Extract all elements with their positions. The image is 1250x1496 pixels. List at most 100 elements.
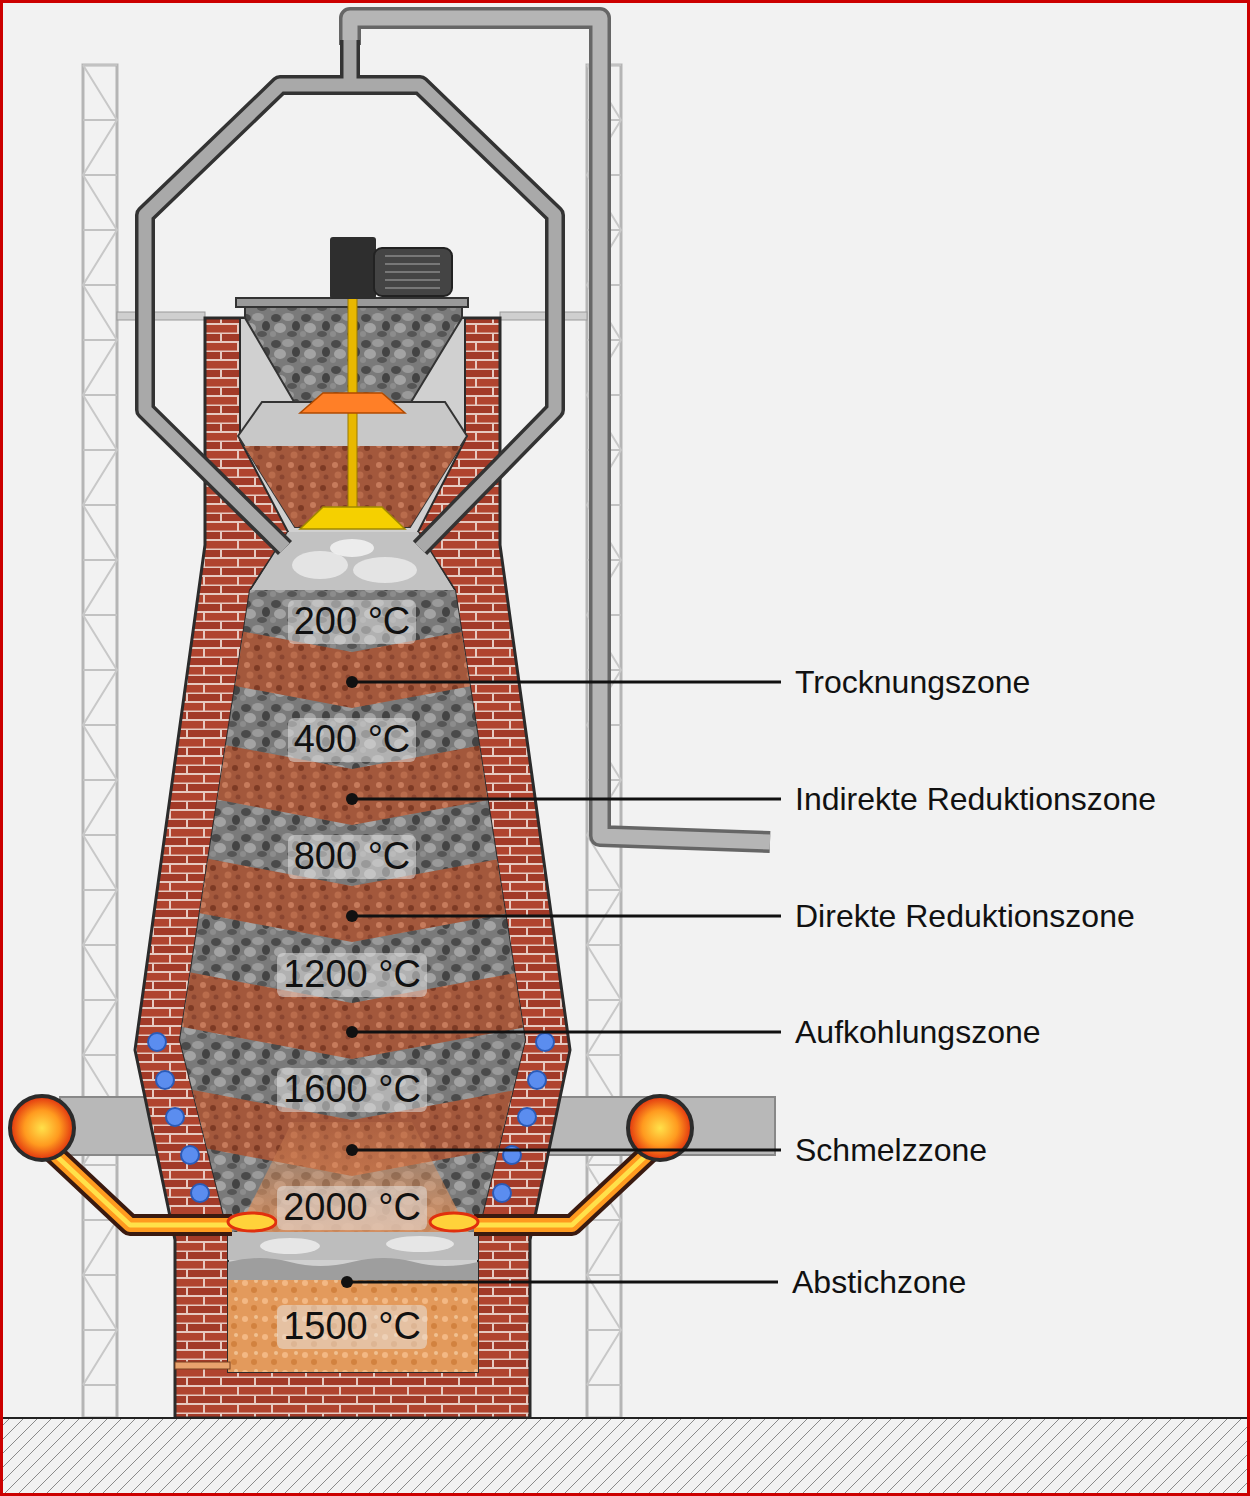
gas-offtake-pipe — [145, 40, 555, 548]
scaffold-rung — [83, 339, 117, 341]
scaffold-rung — [587, 1329, 621, 1331]
scaffold-rung — [83, 174, 117, 176]
temperature-label: 1500 °C — [277, 1305, 427, 1349]
leader-line — [352, 798, 781, 801]
tuyere-pipe — [50, 1150, 652, 1225]
cooling-dot — [536, 1033, 554, 1051]
scaffold-rung — [83, 724, 117, 726]
scaffold-rung — [587, 1274, 621, 1276]
molten-iron — [228, 1280, 478, 1372]
cooling-dot — [148, 1033, 166, 1051]
tuyere-pipe — [50, 1150, 652, 1225]
scaffold-rung — [83, 284, 117, 286]
cooling-dot — [156, 1071, 174, 1089]
ore-layer — [140, 846, 570, 942]
scaffold-rung — [83, 999, 117, 1001]
scaffold-platform — [500, 312, 587, 320]
zone-label: Trocknungszone — [795, 664, 1030, 701]
leader-line — [352, 1149, 781, 1152]
gas-offtake-pipe — [145, 40, 555, 548]
scaffold-rung — [83, 449, 117, 451]
cooling-dot — [166, 1108, 184, 1126]
zone-label: Indirekte Reduktionszone — [795, 781, 1156, 818]
leader-line — [352, 1031, 781, 1034]
leader-line — [352, 915, 781, 918]
melting-cone — [228, 1122, 478, 1250]
leader-dot — [341, 1276, 353, 1288]
scaffold-rung — [83, 1329, 117, 1331]
leader-dot — [346, 676, 358, 688]
ground — [0, 1418, 1250, 1496]
leader-dots — [341, 676, 358, 1288]
ore-layer — [140, 612, 570, 708]
tuyere-flame — [228, 1213, 276, 1231]
leader-dot — [346, 910, 358, 922]
motor-fins — [385, 256, 440, 288]
tuyere-pipe — [50, 1150, 652, 1225]
scaffold-rung — [83, 614, 117, 616]
gas-cloud — [353, 557, 417, 583]
scaffold-rung — [83, 559, 117, 561]
cooling-dot — [181, 1146, 199, 1164]
scaffold-rung — [587, 944, 621, 946]
scaffold-rung — [83, 1054, 117, 1056]
tuyere-flame — [430, 1213, 478, 1231]
temperature-label: 200 °C — [288, 600, 417, 644]
leader-dot — [346, 1144, 358, 1156]
scaffold-rung — [83, 1274, 117, 1276]
taphole — [175, 1362, 230, 1369]
leader-dot — [346, 1026, 358, 1038]
hearth-gas — [228, 1232, 478, 1260]
scaffold-rung — [83, 394, 117, 396]
hot-blast-main — [10, 1096, 74, 1160]
motor-housing — [330, 237, 376, 299]
cooling-dot — [191, 1184, 209, 1202]
scaffold-rung — [587, 1384, 621, 1386]
ore-layer — [140, 963, 570, 1059]
ore-layer — [140, 729, 570, 825]
zone-label: Schmelzzone — [795, 1132, 987, 1169]
scaffold-rung — [83, 1164, 117, 1166]
scaffold-rung — [83, 944, 117, 946]
leader-lines — [347, 682, 781, 1282]
leader-line — [352, 681, 781, 684]
slag-layer — [228, 1258, 478, 1280]
cooling-dot — [493, 1184, 511, 1202]
scaffold-rung — [83, 834, 117, 836]
ground-line — [0, 1417, 1250, 1419]
scaffold-rung — [83, 669, 117, 671]
gas-cloud — [260, 1238, 320, 1254]
temperature-label: 400 °C — [288, 718, 417, 762]
scaffold-rung — [83, 504, 117, 506]
scaffold-rung — [83, 889, 117, 891]
scaffold-rung — [587, 1054, 621, 1056]
temperature-label: 1200 °C — [277, 953, 427, 997]
leader-line — [347, 1281, 778, 1284]
cooling-dot — [528, 1071, 546, 1089]
scaffold-rung — [83, 119, 117, 121]
scaffold-rung — [83, 1384, 117, 1386]
temperature-label: 800 °C — [288, 835, 417, 879]
scaffold-rung — [83, 229, 117, 231]
scaffold-platform — [117, 312, 205, 320]
scaffold-rung — [587, 999, 621, 1001]
gas-cloud — [386, 1236, 454, 1252]
large-bell — [300, 507, 405, 529]
gas-cloud — [330, 539, 374, 557]
scaffold-rung — [83, 779, 117, 781]
leader-dot — [346, 793, 358, 805]
zone-label: Abstichzone — [792, 1264, 966, 1301]
cooling-dot — [518, 1108, 536, 1126]
scaffold-rung — [587, 889, 621, 891]
zone-label: Direkte Reduktionszone — [795, 898, 1135, 935]
scaffold-rung — [587, 1164, 621, 1166]
scaffold-rung — [83, 64, 117, 66]
zone-label: Aufkohlungszone — [795, 1014, 1041, 1051]
small-bell — [300, 393, 405, 413]
temperature-label: 1600 °C — [277, 1068, 427, 1112]
motor — [374, 248, 452, 296]
temperature-label: 2000 °C — [277, 1186, 427, 1230]
